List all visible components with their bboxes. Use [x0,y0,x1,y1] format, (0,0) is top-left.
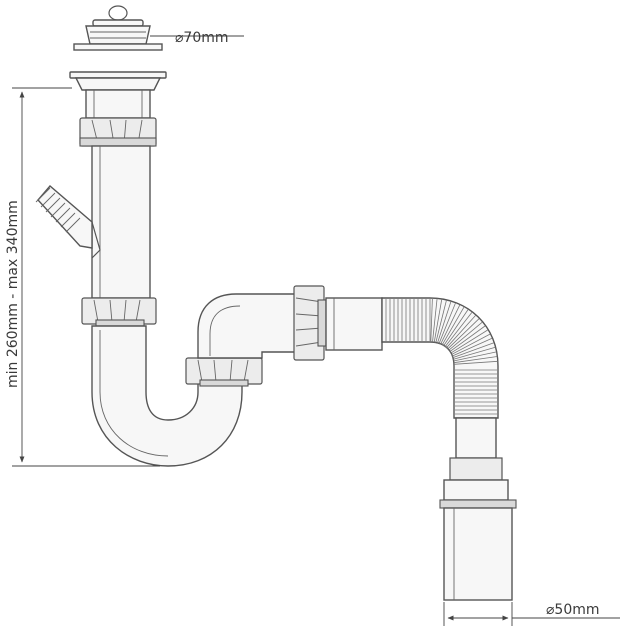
hose-rib [449,325,486,353]
hose-rib [432,298,438,343]
hose-rib [453,351,497,362]
hose-rib [452,342,495,359]
bottom-diameter-dimension: ⌀50mm [443,602,620,626]
hose-rib [443,309,469,347]
hose-rib [447,318,480,350]
hose-rib [441,306,465,346]
bottom-diameter-label: ⌀50mm [546,602,600,618]
hose-rib [437,301,452,344]
vertical-tube [91,145,151,299]
hose-rib [453,356,498,364]
height-dimension: min 260mm - max 340mm [5,87,160,467]
drain-flange [69,71,167,119]
hose-rib [430,297,433,343]
height-range-label: min 260mm - max 340mm [5,200,21,388]
top-diameter-label: ⌀70mm [175,30,229,46]
hose-rib [444,312,473,348]
upper-nut [79,117,157,147]
hose-rib [451,333,491,356]
side-inlet [35,185,101,259]
hose-rib [438,302,456,344]
hose-rib [433,298,443,343]
top-diameter-dimension: ⌀70mm [150,30,244,46]
middle-nut [81,297,157,327]
hose-rib [440,304,461,345]
hose-rib [453,360,498,365]
horizontal-nut [293,285,383,361]
strainer-plug [73,5,163,51]
hose-rib [448,321,483,351]
hose-rib [445,315,476,349]
p-trap [91,325,243,467]
hose-rib [451,337,493,357]
trap-nut [185,357,263,387]
hose-rib [450,329,488,354]
hose-rib [452,346,496,360]
return-elbow [197,293,301,359]
hose-rib [435,299,447,343]
hose-sleeve [439,417,517,601]
flexible-hose [381,297,499,419]
